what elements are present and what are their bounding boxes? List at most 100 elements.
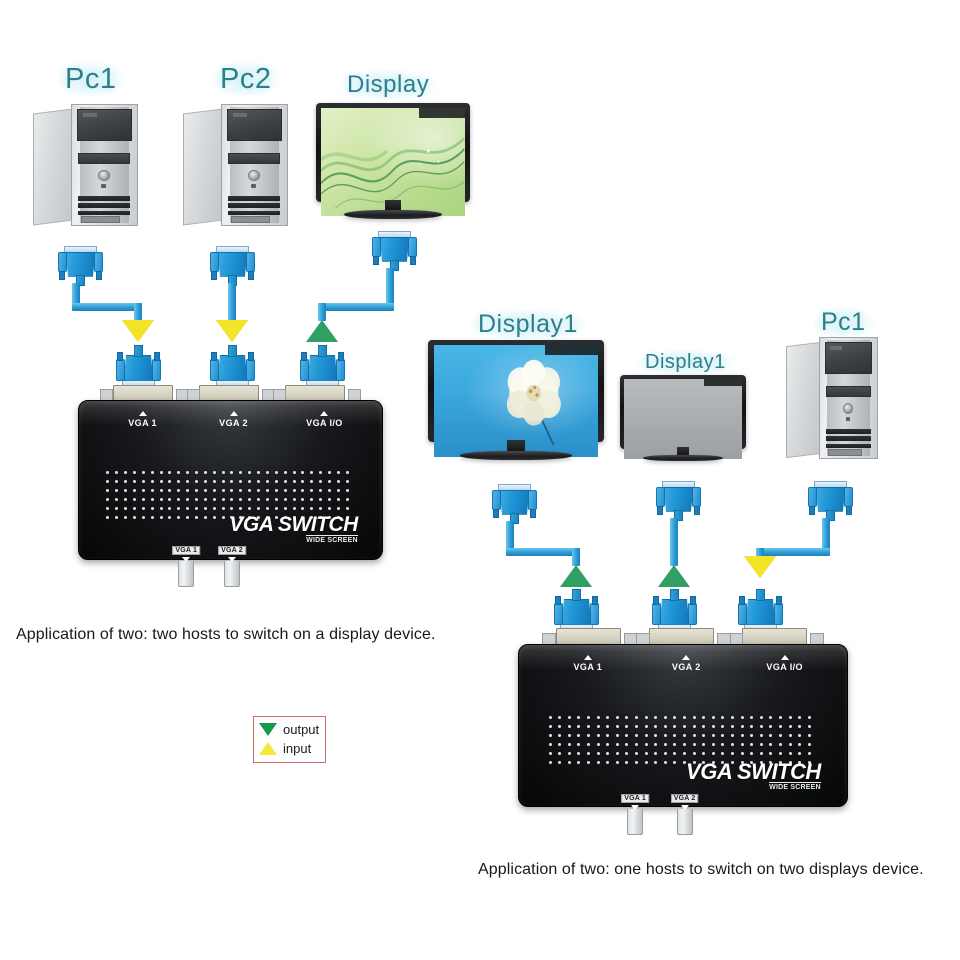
vga-body: [217, 252, 248, 277]
vga-screw-ear-right: [692, 486, 701, 508]
arrow-input-vgaio-bottom: [744, 556, 776, 578]
cable-display1b-vertical: [670, 518, 678, 566]
vga-body: [217, 354, 248, 381]
cable-pc2-vertical: [228, 283, 236, 321]
pc-vent-slot: [228, 196, 281, 201]
vga-screw-ear-right: [246, 359, 255, 382]
vga-screw-left: [211, 351, 218, 361]
vga-body: [659, 598, 690, 625]
switch-port-label-vga1: VGA 1: [573, 661, 603, 672]
legend-label-input: input: [283, 741, 312, 756]
cable-display-drop: [318, 303, 326, 321]
tv-neck: [385, 199, 401, 211]
legend-label-output: output: [283, 722, 320, 737]
cable-display1a-drop: [572, 548, 580, 566]
pc-front-panel: [220, 104, 288, 226]
tv-neck: [507, 440, 525, 452]
vga-body: [379, 237, 410, 262]
pc-power-button[interactable]: [97, 169, 110, 181]
pc-optical-drive: [825, 386, 872, 397]
device-label-pc1: Pc1: [57, 62, 125, 97]
vga-screw-right: [845, 505, 852, 515]
switch-button-arrow-vga1: [631, 805, 640, 810]
arrow-legend: output input: [253, 716, 327, 763]
vga-body: [65, 252, 96, 277]
pc-reset-button[interactable]: [101, 184, 106, 189]
pc-optical-drive: [78, 153, 131, 164]
pc-drive-bay: [77, 108, 132, 141]
switch-port-arrow-vga2: [229, 411, 238, 417]
switch-button-vga1[interactable]: [627, 809, 644, 835]
vga-screw-right: [775, 595, 782, 605]
switch-button-vga1[interactable]: [178, 561, 195, 587]
triangle-up-yellow-icon: [259, 742, 277, 755]
tv-monitor-display: [316, 103, 470, 221]
switch-button-vga2[interactable]: [676, 809, 693, 835]
vga-screw-ear-left: [210, 251, 219, 273]
vga-cable-tail: [76, 274, 85, 286]
cable-display-vertical: [386, 268, 394, 310]
vga-screw-left: [117, 351, 124, 361]
vga-screw-right: [591, 595, 598, 605]
vga-screw-ear-right: [528, 489, 537, 511]
tv-neck: [676, 447, 690, 456]
vga-screw-right: [95, 270, 102, 280]
pc-drive-bay: [227, 108, 282, 141]
switch-button-arrow-vga2: [228, 557, 237, 562]
vga-cable-tail: [134, 345, 143, 357]
vga-screw-left: [373, 255, 380, 265]
switch-brand: VGA SWITCH: [229, 513, 358, 537]
tv-wallpaper-grey-blank: [624, 378, 742, 460]
tv-monitor-display1-b: [620, 375, 746, 463]
vga-screw-ear-left: [210, 359, 219, 382]
vga-screw-ear-right: [590, 603, 599, 626]
switch-port-label-vga2: VGA 2: [671, 661, 701, 672]
vga-screw-ear-left: [372, 236, 381, 258]
cable-pc1r-vertical: [822, 518, 830, 556]
switch-port-label-vga2: VGA 2: [219, 418, 248, 429]
vga-screw-left: [211, 270, 218, 280]
pc-side-panel: [33, 108, 73, 226]
pc-side-panel: [786, 342, 821, 459]
arrow-output-vga2-bottom: [658, 565, 690, 587]
tv-screen: [624, 378, 742, 460]
pc-tower-pc1-right: [786, 337, 878, 459]
vga-top-plate: [813, 481, 848, 488]
triangle-down-green-icon: [259, 723, 277, 736]
pc-side-panel: [183, 108, 223, 226]
legend-row-output: output: [259, 720, 319, 739]
switch-port-arrow-vgaio: [320, 411, 329, 417]
vga-connector-pc1r-plug: [808, 481, 853, 521]
tv-stand: [642, 455, 724, 462]
pc-front-foot: [80, 216, 121, 224]
vga-body: [745, 598, 776, 625]
tv-top-strip: [418, 108, 465, 118]
vga-cable-tail: [228, 345, 237, 357]
switch-button-vga2[interactable]: [224, 561, 241, 587]
arrow-output-vgaio: [306, 320, 338, 342]
vga-cable-tail: [756, 589, 765, 601]
pc-power-button[interactable]: [842, 402, 854, 414]
pc-reset-button[interactable]: [845, 417, 850, 422]
pc-power-button[interactable]: [247, 169, 260, 181]
caption-bottom: Application of two: one hosts to switch …: [478, 861, 924, 878]
switch-port-label-vgaio: VGA I/O: [306, 418, 343, 429]
switch-button-arrow-vga1: [182, 557, 191, 562]
tv-screen: [321, 108, 465, 216]
pc-drive-bay: [824, 341, 873, 374]
switch-port-label-vgaio: VGA I/O: [766, 661, 803, 672]
vga-screw-ear-right: [844, 486, 853, 508]
pc-reset-button[interactable]: [251, 184, 256, 189]
vga-body: [307, 354, 338, 381]
arrow-input-vga2: [216, 320, 248, 342]
vga-screw-ear-left: [656, 486, 665, 508]
vga-top-plate: [497, 484, 532, 491]
pc-tower-pc2: [183, 104, 288, 226]
switch-vent-grid: [106, 470, 354, 525]
pc-vent-slot: [228, 203, 281, 209]
vga-body: [663, 487, 694, 512]
device-label-display1-b: Display1: [637, 350, 734, 375]
vga-connector-switch-vga1: [116, 345, 161, 387]
green-wave-art: [321, 137, 465, 209]
